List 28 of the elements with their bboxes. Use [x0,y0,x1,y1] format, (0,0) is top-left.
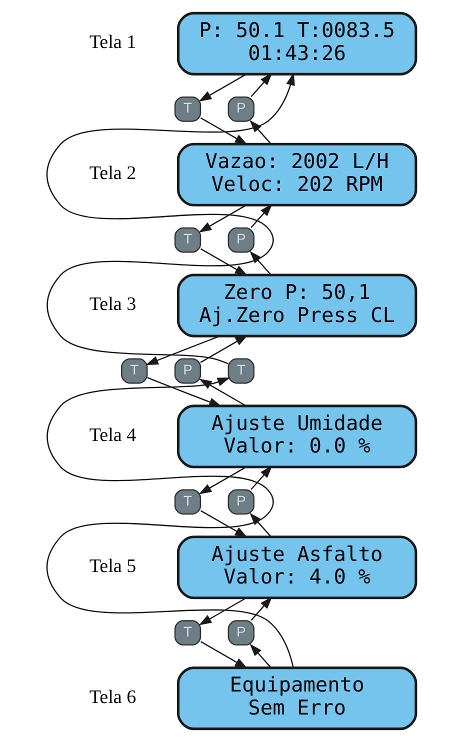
node-box: P: 50.1 T:0083.5 01:43:26 [176,12,417,76]
arrow [200,248,248,276]
arrow [200,117,248,145]
arrow [198,74,246,102]
node-label: Tela 3 [88,294,136,315]
node-box: Equipamento Sem Erro [176,666,417,730]
node-box: Ajuste Asfalto Valor: 4.0 % [176,536,417,600]
arrow [200,335,248,363]
arrow [200,641,248,669]
arrow [198,597,246,626]
node-box: Zero P: 50,1 Aj.Zero Press CL [176,274,417,338]
arrow [200,510,248,538]
arrow [46,72,294,364]
arrow [145,335,220,366]
arrow [250,204,272,228]
node-label: Tela 4 [88,424,136,446]
arrow [250,596,272,621]
node-label: Tela 5 [88,556,136,577]
arrow [250,466,272,490]
node-box: Ajuste Umidade Valor: 0.0 % [176,404,417,468]
arrow [198,466,246,494]
arrow [198,204,246,232]
arrow [250,72,272,98]
node-label: Tela 1 [88,32,136,54]
node-label: Tela 6 [88,686,136,708]
node-label: Tela 2 [88,163,136,184]
arrow [249,644,271,668]
node-box: Vazao: 2002 L/H Veloc: 202 RPM [176,142,417,206]
